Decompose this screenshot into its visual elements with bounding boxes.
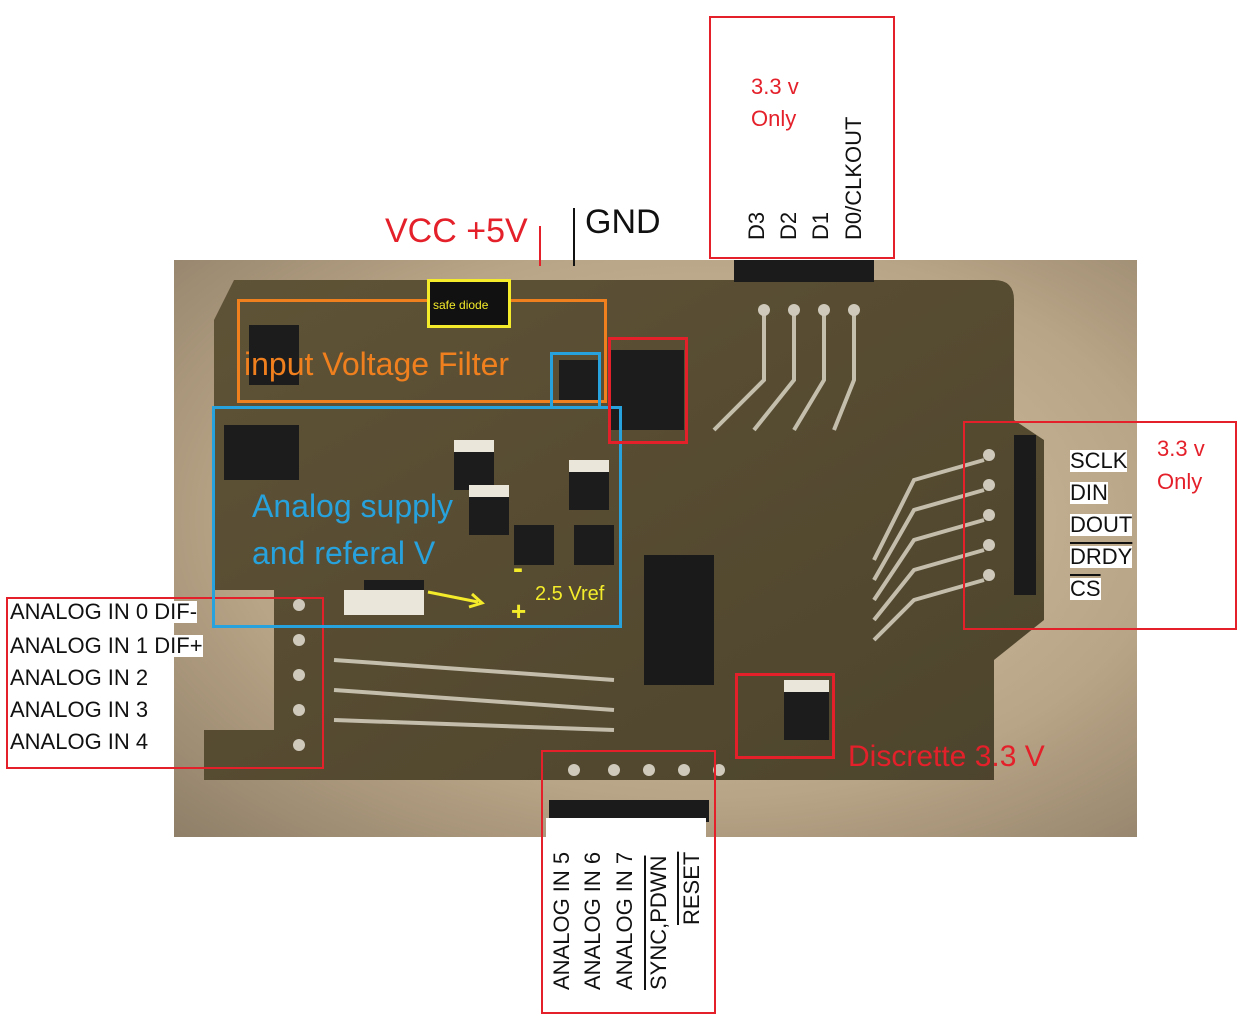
right-pin-drdy: DRDY: [1070, 544, 1133, 569]
vref-minus: -: [513, 552, 523, 585]
gnd-label: GND: [585, 203, 661, 241]
vcc-pin-line: [539, 226, 541, 266]
input-filter-label: input Voltage Filter: [244, 346, 510, 382]
left-pin-analog-in-4: ANALOG IN 4: [10, 729, 149, 754]
left-pin-analog-in-1: ANALOG IN 1 DIF+: [10, 633, 203, 658]
bottom-pin-analog-in-5: ANALOG IN 5: [549, 851, 574, 990]
right-pins-box: [963, 421, 1237, 630]
right-pins-note-line1: 3.3 v: [1157, 436, 1205, 461]
right-pins-note-line2: Only: [1157, 469, 1203, 494]
analog-supply-label-line1: Analog supply: [252, 488, 454, 524]
bottom-pin-reset: RESET: [679, 851, 704, 925]
left-pins-box: [6, 597, 324, 769]
bottom-pin-sync-pdwn: SYNC,PDWN: [646, 855, 671, 990]
bottom-pin-analog-in-6: ANALOG IN 6: [580, 851, 605, 990]
top-pin-d1: D1: [808, 211, 833, 240]
top-pin-d0-clkout: D0/CLKOUT: [841, 116, 866, 240]
vref-arrow: [427, 590, 485, 609]
vcc-label: VCC +5V: [385, 212, 528, 250]
right-pin-din: DIN: [1070, 480, 1108, 505]
bottom-pins-box: [541, 750, 716, 1014]
gnd-pin-line: [573, 208, 575, 266]
analog-supply-region: [212, 406, 622, 628]
left-pin-analog-in-2: ANALOG IN 2: [10, 665, 149, 690]
top-pins-box: [709, 16, 895, 259]
vref-label: 2.5 Vref: [535, 583, 605, 605]
analog-supply-tab: [550, 352, 601, 409]
input-filter-region: [237, 299, 607, 403]
right-pin-cs: CS: [1070, 576, 1101, 601]
bottom-labels-bg: [546, 818, 706, 1008]
vref-plus: +: [511, 596, 527, 626]
left-pin-analog-in-3: ANALOG IN 3: [10, 697, 149, 722]
top-pins-note-line1: 3.3 v: [751, 74, 799, 99]
right-pin-dout: DOUT: [1070, 512, 1133, 537]
regulator-region: [608, 337, 688, 444]
pcb-photo: [174, 260, 1137, 837]
discrete-region: [735, 673, 835, 759]
safe-diode-label: safe diode: [433, 298, 489, 312]
analog-supply-label-line2: and referal V: [252, 535, 436, 571]
top-pin-d2: D2: [776, 211, 801, 240]
top-pin-d3: D3: [744, 211, 769, 240]
top-pins-note-line2: Only: [751, 106, 797, 131]
discrete-label: Discrette 3.3 V: [848, 740, 1045, 773]
left-pin-analog-in-0: ANALOG IN 0 DIF-: [10, 599, 198, 624]
safe-diode-region: [427, 279, 511, 328]
right-pin-sclk: SCLK: [1070, 448, 1128, 473]
bottom-pin-analog-in-7: ANALOG IN 7: [612, 851, 637, 990]
